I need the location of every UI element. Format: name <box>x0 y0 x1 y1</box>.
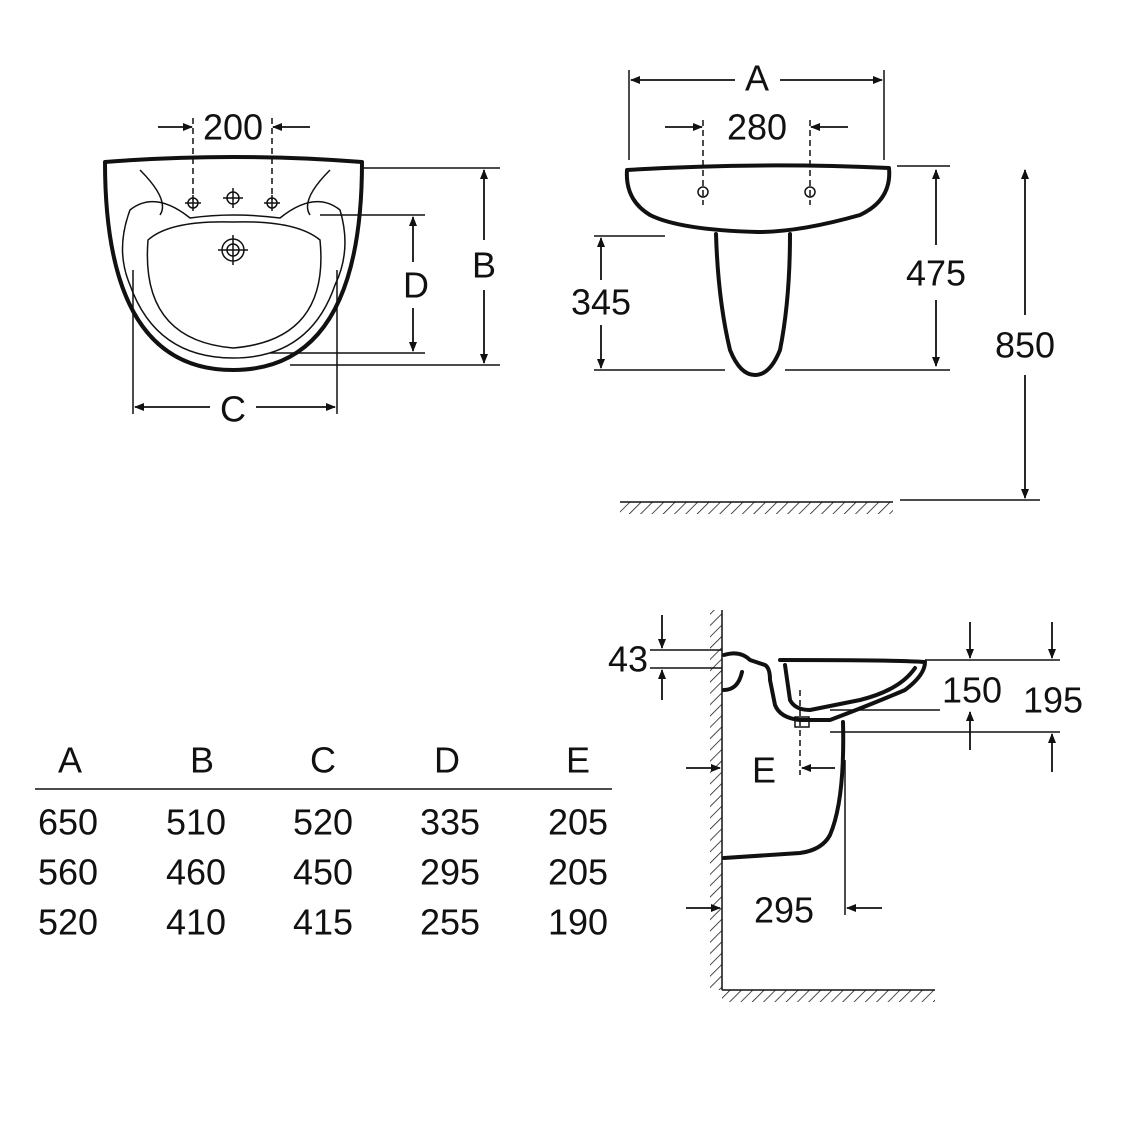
pedestal-section <box>722 720 846 860</box>
front-view: 200 B D C <box>103 107 500 430</box>
table-cell: 460 <box>166 852 226 893</box>
rim-offset-label: 43 <box>608 639 648 680</box>
table-header: B <box>190 740 214 781</box>
elevation-view: A 280 475 345 850 <box>571 58 1055 514</box>
table-cell: 560 <box>38 852 98 893</box>
pedestal-projection-label: 295 <box>754 890 814 931</box>
basin-bowl <box>121 200 346 359</box>
basin-elevation <box>624 163 892 234</box>
table-header: D <box>434 740 460 781</box>
bowl-depth-label: 150 <box>942 670 1002 711</box>
overall-depth-label: 195 <box>1023 680 1083 721</box>
basin-outline <box>103 155 364 372</box>
table-cell: 295 <box>420 852 480 893</box>
dimension-a-label: A <box>745 58 769 99</box>
section-view: 43 150 195 E 295 <box>608 610 1083 1002</box>
table-header: E <box>566 740 590 781</box>
tap-spacing-label: 200 <box>203 107 263 148</box>
table-cell: 335 <box>420 802 480 843</box>
floor-hatch <box>722 990 935 1002</box>
dimension-table: A B C D E 650 510 520 335 205 560 460 45… <box>35 740 612 943</box>
table-cell: 410 <box>166 902 226 943</box>
drain-icon <box>794 716 810 728</box>
deck-line <box>139 169 331 216</box>
basin-section <box>722 651 927 722</box>
wall-hatch <box>710 610 722 990</box>
table-cell: 450 <box>293 852 353 893</box>
total-height-label: 850 <box>995 325 1055 366</box>
tap-hole-icon <box>697 186 816 198</box>
table-cell: 415 <box>293 902 353 943</box>
table-row: 650 510 520 335 205 <box>38 802 608 843</box>
table-row: 560 460 450 295 205 <box>38 852 608 893</box>
bowl-inner <box>146 221 322 349</box>
table-cell: 520 <box>38 902 98 943</box>
pedestal <box>714 232 792 377</box>
table-cell: 205 <box>548 802 608 843</box>
dimension-b-label: B <box>472 245 496 286</box>
table-cell: 190 <box>548 902 608 943</box>
table-cell: 510 <box>166 802 226 843</box>
dimension-e-label: E <box>752 750 776 791</box>
table-cell: 520 <box>293 802 353 843</box>
table-header: C <box>310 740 336 781</box>
tap-spacing-label: 280 <box>727 107 787 148</box>
table-cell: 650 <box>38 802 98 843</box>
basin-height-label: 475 <box>906 253 966 294</box>
dimension-c-label: C <box>220 389 246 430</box>
table-cell: 205 <box>548 852 608 893</box>
table-cell: 255 <box>420 902 480 943</box>
table-header: A <box>58 740 82 781</box>
floor-hatch <box>620 502 893 514</box>
dimension-d-label: D <box>403 265 429 306</box>
tap-hole-icon <box>185 188 280 211</box>
table-row: 520 410 415 255 190 <box>38 902 608 943</box>
pedestal-height-label: 345 <box>571 282 631 323</box>
drain-icon <box>218 235 248 265</box>
